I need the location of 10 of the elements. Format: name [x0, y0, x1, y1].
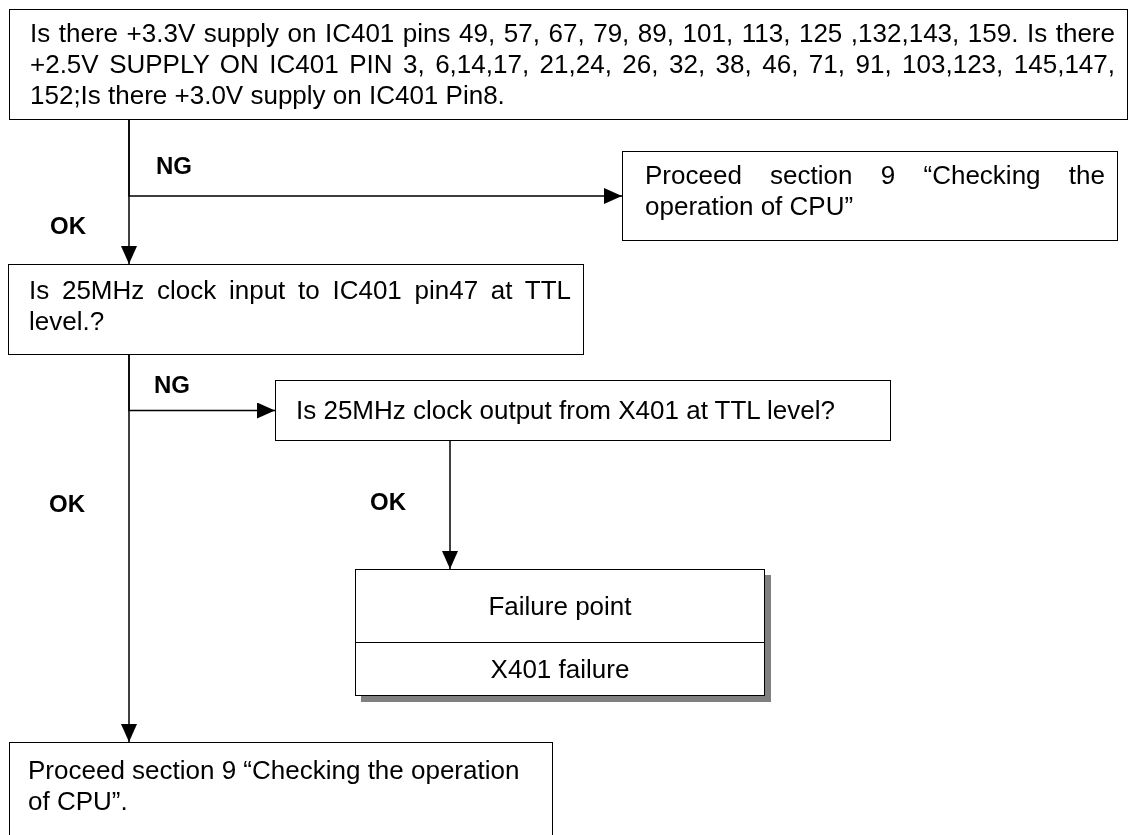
arrow — [442, 440, 458, 570]
arrow — [121, 119, 137, 265]
process-box: Is there +3.3V supply on IC401 pins 49, 57, 67, 79, 89, 101, 113, 125 ,132,143, 159. Is there +2.5V SUPPLY ON IC401 PIN 3, 6,14,17, 21,24, 26, 32, 38, 46, 71, 91, 103,123, 145,147, 152;Is there +3.0V supply on IC401 Pin8. — [9, 9, 1128, 120]
process-box: Is 25MHz clock input to IC401 pin47 at TTL level.? — [8, 264, 584, 355]
process-box: Proceed section 9 “Checking the operation of CPU”. — [9, 742, 553, 835]
process-box: Is 25MHz clock output from X401 at TTL level? — [275, 380, 891, 441]
arrow — [121, 354, 137, 743]
box-text: Failure point — [488, 589, 632, 623]
process-box: Proceed section 9 “Checking the operation of CPU” — [622, 151, 1118, 241]
box-text: X401 failure — [490, 652, 630, 686]
